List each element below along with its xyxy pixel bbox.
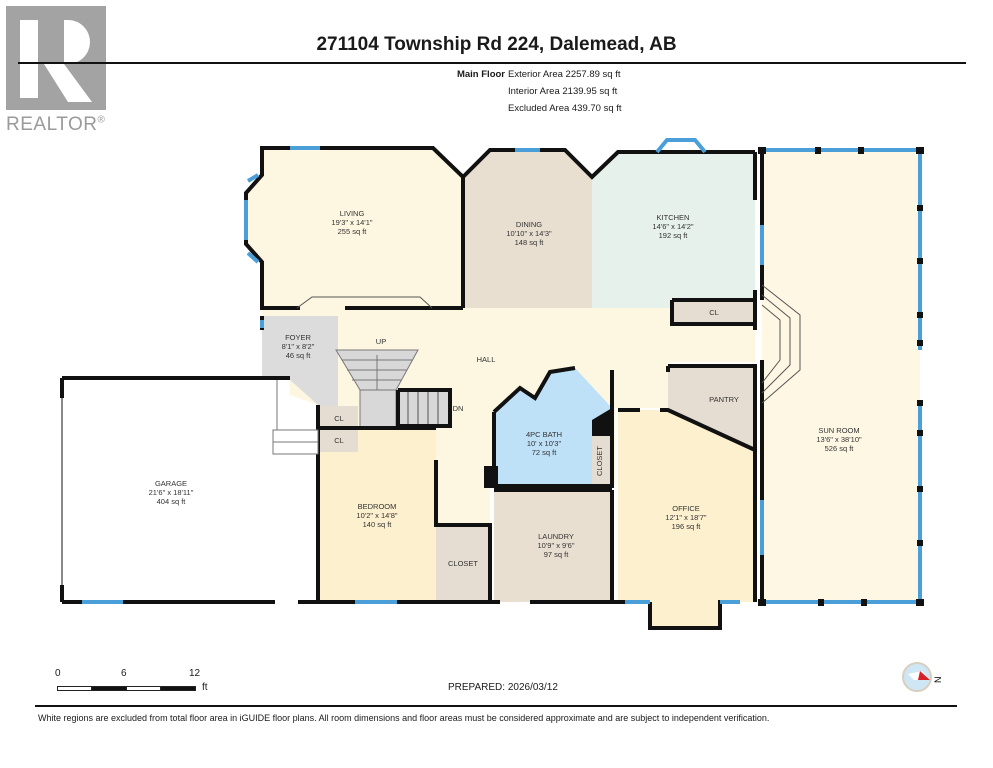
compass-icon: N (902, 662, 943, 692)
exterior-area: Exterior Area 2257.89 sq ft (508, 69, 621, 80)
sunroom-steps (761, 284, 801, 404)
svg-text:10'2" x 14'8": 10'2" x 14'8" (356, 511, 397, 520)
room-office[interactable] (618, 410, 755, 628)
scale-unit: ft (202, 682, 208, 693)
svg-text:148 sq ft: 148 sq ft (515, 238, 545, 247)
svg-text:19'3" x 14'1": 19'3" x 14'1" (331, 218, 372, 227)
svg-text:PANTRY: PANTRY (709, 395, 739, 404)
living-hearth (296, 296, 433, 309)
room-sunroom[interactable] (762, 150, 920, 602)
room-bath[interactable] (494, 368, 612, 486)
disclaimer-text: White regions are excluded from total fl… (38, 713, 770, 723)
svg-text:10'10" x 14'3": 10'10" x 14'3" (506, 229, 552, 238)
svg-text:LIVING: LIVING (340, 209, 365, 218)
svg-text:SUN ROOM: SUN ROOM (818, 426, 859, 435)
svg-text:LAUNDRY: LAUNDRY (538, 532, 574, 541)
svg-text:140 sq ft: 140 sq ft (363, 520, 393, 529)
svg-text:72 sq ft: 72 sq ft (532, 448, 558, 457)
svg-text:196 sq ft: 196 sq ft (672, 522, 702, 531)
room-cl-kitchen[interactable] (672, 300, 755, 324)
scale-tick-0: 0 (55, 668, 61, 679)
page-title: 271104 Township Rd 224, Dalemead, AB (316, 34, 677, 55)
realtor-r-mark (6, 6, 106, 110)
svg-text:CL: CL (334, 436, 344, 445)
svg-text:DINING: DINING (516, 220, 542, 229)
svg-text:10'9" x 9'6": 10'9" x 9'6" (538, 541, 575, 550)
realtor-text: REALTOR® (6, 114, 106, 135)
svg-text:46 sq ft: 46 sq ft (286, 351, 312, 360)
floor-label: Main Floor (456, 69, 505, 80)
room-garage[interactable] (62, 378, 318, 602)
title-divider (18, 62, 966, 64)
svg-text:UP: UP (376, 337, 386, 346)
excluded-area: Excluded Area 439.70 sq ft (508, 103, 622, 114)
floor-plan: LIVING 19'3" x 14'1" 255 sq ft DINING 10… (60, 138, 924, 630)
walls (60, 146, 764, 630)
svg-text:BEDROOM: BEDROOM (358, 502, 397, 511)
room-cl-foyer-2[interactable] (320, 430, 358, 452)
svg-text:KITCHEN: KITCHEN (657, 213, 690, 222)
room-foyer[interactable] (262, 316, 338, 428)
windows (82, 138, 764, 604)
svg-text:526 sq ft: 526 sq ft (825, 444, 855, 453)
realtor-logo: REALTOR® (6, 6, 106, 135)
svg-text:FOYER: FOYER (285, 333, 311, 342)
svg-text:OFFICE: OFFICE (672, 504, 700, 513)
scale-tick-12: 12 (189, 668, 201, 679)
footer-divider (35, 705, 957, 707)
svg-text:4PC BATH: 4PC BATH (526, 430, 562, 439)
svg-text:GARAGE: GARAGE (155, 479, 187, 488)
svg-text:CLOSET: CLOSET (448, 559, 478, 568)
svg-text:CL: CL (334, 414, 344, 423)
svg-text:N: N (933, 677, 943, 684)
svg-text:255 sq ft: 255 sq ft (338, 227, 368, 236)
prepared-date: PREPARED: 2026/03/12 (448, 682, 558, 693)
porch-steps (272, 380, 319, 455)
svg-text:97 sq ft: 97 sq ft (544, 550, 570, 559)
svg-text:21'6" x 18'11": 21'6" x 18'11" (149, 488, 194, 497)
svg-text:HALL: HALL (477, 355, 496, 364)
svg-text:CL: CL (709, 308, 719, 317)
svg-text:12'1" x 18'7": 12'1" x 18'7" (665, 513, 706, 522)
svg-text:13'6" x 38'10": 13'6" x 38'10" (816, 435, 862, 444)
scale-bar: 0 6 12 ft (55, 668, 215, 698)
room-living[interactable] (246, 148, 463, 308)
room-closet-bath[interactable] (592, 436, 612, 486)
room-kitchen[interactable] (592, 152, 755, 316)
staircase-down[interactable] (397, 389, 451, 427)
sunroom-posts (758, 147, 924, 606)
svg-text:10' x 10'3": 10' x 10'3" (527, 439, 562, 448)
svg-text:404 sq ft: 404 sq ft (157, 497, 187, 506)
room-bedroom[interactable] (318, 428, 436, 602)
svg-text:8'1" x 8'2": 8'1" x 8'2" (282, 342, 315, 351)
svg-text:14'6" x 14'2": 14'6" x 14'2" (652, 222, 693, 231)
svg-text:DN: DN (453, 404, 464, 413)
svg-text:192 sq ft: 192 sq ft (659, 231, 689, 240)
room-cl-foyer-1[interactable] (320, 406, 358, 428)
staircase-up[interactable] (335, 349, 419, 429)
room-closet-bedroom[interactable] (436, 525, 490, 602)
scale-tick-6: 6 (121, 668, 127, 679)
svg-text:CLOSET: CLOSET (595, 446, 604, 476)
sunroom-windows (762, 148, 922, 604)
interior-area: Interior Area 2139.95 sq ft (508, 86, 618, 97)
room-pantry[interactable] (668, 366, 755, 448)
room-dining[interactable] (463, 150, 592, 316)
room-laundry[interactable] (494, 490, 612, 602)
